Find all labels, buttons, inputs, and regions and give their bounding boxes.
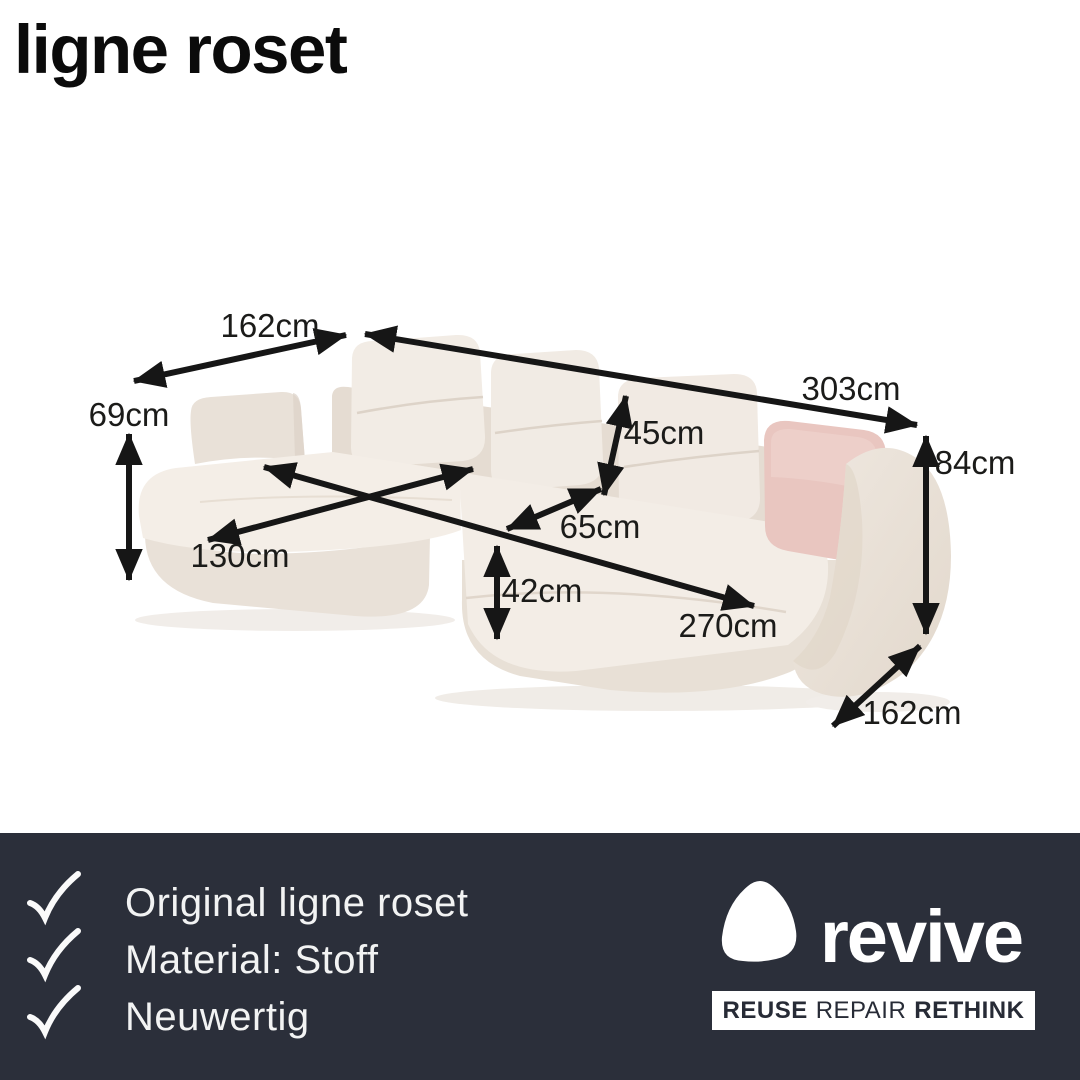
brand-logo: ligne roset (14, 11, 348, 88)
arrow-total-depth (830, 643, 923, 729)
dimension-label-chaise-seat-width: 130cm (190, 537, 290, 574)
revive-pebble-icon (721, 881, 797, 962)
floor-shadow (435, 685, 885, 711)
arrow-chaise-depth (132, 328, 348, 388)
checkmark-icon (27, 928, 81, 983)
revive-tagline-badge: REUSE REPAIR RETHINK (712, 991, 1035, 1030)
dimension-label-chaise-depth: 162cm (220, 307, 320, 344)
revive-logo: revive (820, 895, 1024, 978)
left-armrest-shade (293, 393, 305, 461)
info-bar: Original ligne roset Material: Stoff Neu… (0, 833, 1080, 1080)
dimension-label-seat-depth: 65cm (559, 508, 641, 545)
tagline-rethink: RETHINK (914, 996, 1025, 1024)
back-cushion (351, 334, 486, 468)
dimension-label-armrest-height: 69cm (88, 396, 170, 433)
feature-condition: Neuwertig (125, 995, 310, 1039)
floor-shadow (135, 609, 455, 631)
feature-original: Original ligne roset (125, 881, 469, 925)
arrow-total-width (363, 325, 919, 434)
dimension-arrows (115, 325, 940, 729)
sofa-illustration (115, 325, 951, 729)
right-armrest-shade (793, 464, 863, 670)
dimension-label-seat-width: 270cm (678, 607, 778, 644)
tagline-reuse: REUSE (722, 996, 808, 1024)
dimension-label-total-height: 84cm (934, 444, 1016, 481)
tagline-repair: REPAIR (815, 996, 907, 1024)
dimension-label-total-depth: 162cm (862, 694, 962, 731)
dimension-label-seat-height: 42cm (501, 572, 583, 609)
dimension-label-cushion-height: 45cm (623, 414, 705, 451)
arrow-seat-width (262, 462, 756, 611)
feature-material: Material: Stoff (125, 938, 379, 982)
left-armrest (190, 391, 305, 464)
chaise-seat (138, 452, 461, 553)
checkmark-icon (27, 985, 81, 1040)
checkmark-icon (27, 871, 81, 926)
dimension-label-total-width: 303cm (801, 370, 901, 407)
